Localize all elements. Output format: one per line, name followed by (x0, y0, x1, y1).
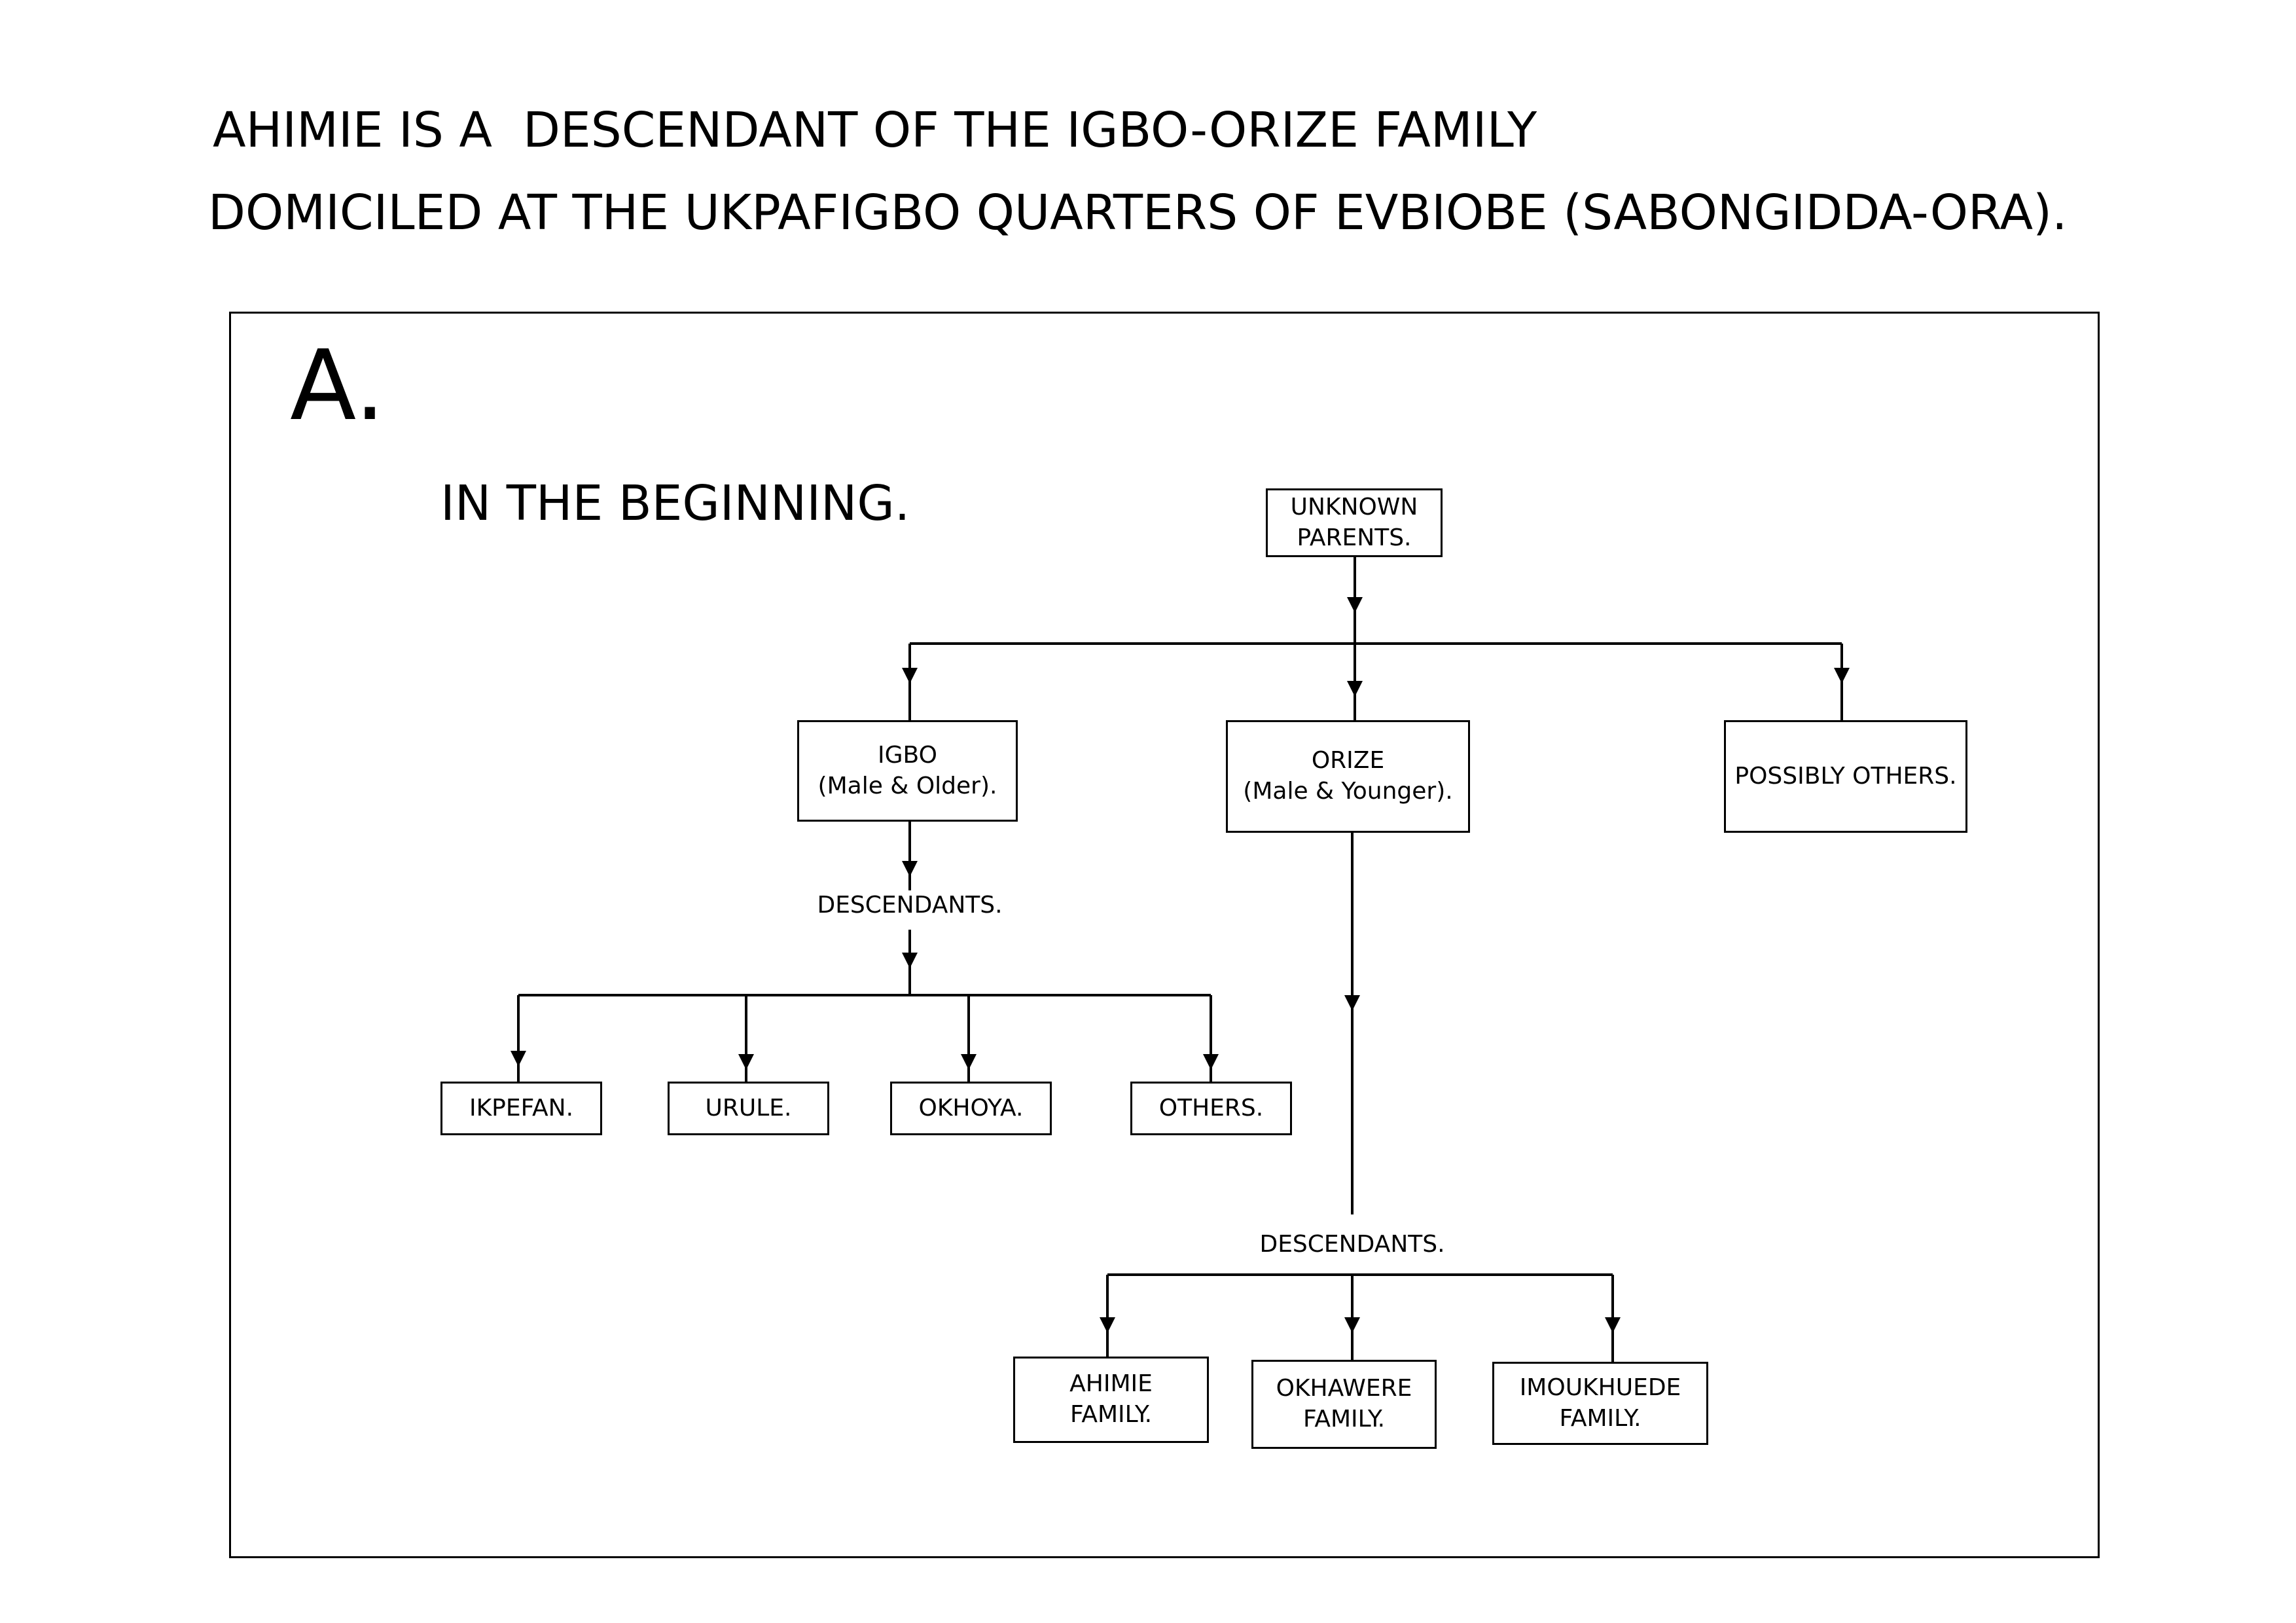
node-orize-line2: (Male & Younger). (1243, 778, 1453, 805)
node-ikpefan-line1: IKPEFAN. (469, 1094, 574, 1122)
node-urule-line1: URULE. (705, 1094, 792, 1122)
node-unknown-parents-line2: PARENTS. (1297, 524, 1412, 551)
arrow-root (1347, 597, 1363, 613)
node-possibly-others: POSSIBLY OTHERS. (1724, 720, 1967, 833)
diagram-frame (229, 312, 2100, 1558)
arrow-igbo-desc (902, 861, 918, 877)
section-letter: A. (290, 329, 386, 442)
orize-descendants-label: DESCENDANTS. (1255, 1233, 1449, 1256)
node-urule: URULE. (668, 1082, 829, 1135)
arrow-orize (1347, 681, 1363, 697)
node-ahimie-family: AHIMIE FAMILY. (1013, 1357, 1209, 1443)
node-imoukhuede-family-line2: FAMILY. (1559, 1404, 1641, 1432)
node-orize-line1: ORIZE (1311, 747, 1385, 775)
arrow-urule (738, 1054, 754, 1070)
node-orize: ORIZE (Male & Younger). (1226, 720, 1470, 833)
node-okhoya: OKHOYA. (890, 1082, 1052, 1135)
node-unknown-parents-line1: UNKNOWN (1290, 493, 1418, 520)
igbo-descendants-label: DESCENDANTS. (813, 894, 1007, 917)
heading-line-1: AHIMIE IS A DESCENDANT OF THE IGBO-ORIZE… (213, 102, 1537, 158)
node-igbo-others: OTHERS. (1130, 1082, 1292, 1135)
arrow-igbo-others (1203, 1054, 1219, 1070)
node-igbo-line2: (Male & Older). (817, 772, 997, 799)
arrow-okhoya (961, 1054, 977, 1070)
node-ahimie-family-line2: FAMILY. (1069, 1401, 1153, 1428)
node-okhawere-family-line1: OKHAWERE (1276, 1375, 1412, 1402)
node-ikpefan: IKPEFAN. (440, 1082, 602, 1135)
node-igbo-line1: IGBO (878, 741, 937, 769)
node-unknown-parents: UNKNOWN PARENTS. (1266, 488, 1443, 557)
node-okhawere-family-line2: FAMILY. (1302, 1406, 1386, 1432)
arrow-igbo (902, 668, 918, 684)
node-okhawere-family: OKHAWERE FAMILY. (1251, 1360, 1437, 1449)
arrow-imoukhuede (1605, 1317, 1621, 1333)
heading-line-2: DOMICILED AT THE UKPAFIGBO QUARTERS OF E… (208, 185, 2068, 241)
node-possibly-others-line1: POSSIBLY OTHERS. (1734, 762, 1957, 790)
node-imoukhuede-family: IMOUKHUEDE FAMILY. (1492, 1362, 1708, 1445)
arrow-orize-desc (1344, 995, 1360, 1011)
arrow-igbo-bar (902, 953, 918, 968)
arrow-others (1834, 668, 1850, 684)
section-title: IN THE BEGINNING. (440, 475, 910, 532)
node-okhoya-line1: OKHOYA. (918, 1094, 1024, 1122)
arrow-ikpefan (511, 1051, 526, 1067)
arrow-ahimie (1100, 1317, 1115, 1333)
arrow-okhawere (1344, 1317, 1360, 1333)
node-ahimie-family-line1: AHIMIE (1069, 1370, 1153, 1398)
node-imoukhuede-family-line1: IMOUKHUEDE (1519, 1374, 1681, 1401)
node-igbo: IGBO (Male & Older). (797, 720, 1018, 822)
node-igbo-others-line1: OTHERS. (1158, 1094, 1264, 1122)
